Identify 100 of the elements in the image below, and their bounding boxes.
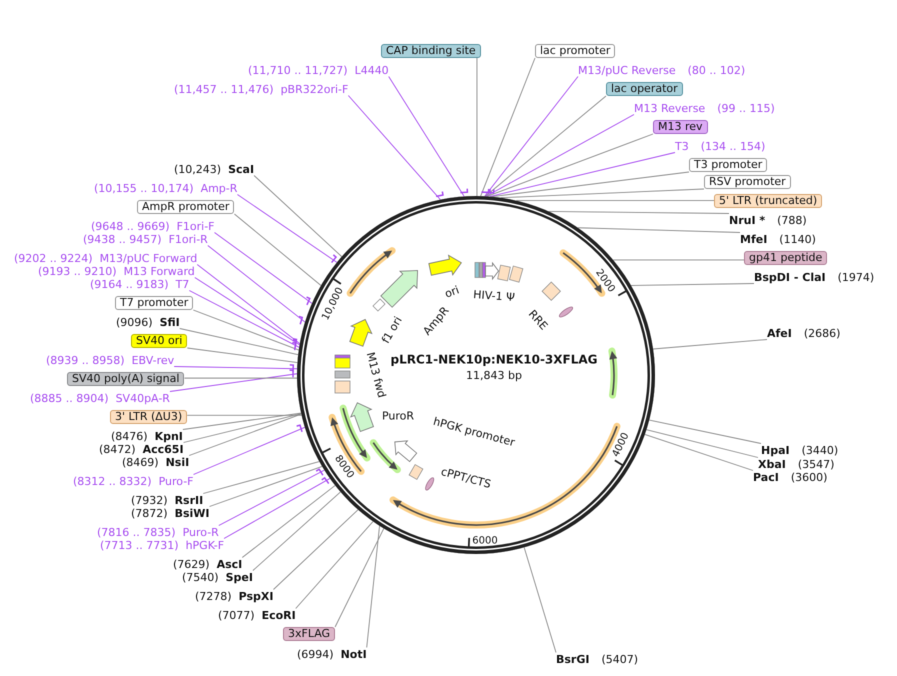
leader-line: [366, 525, 380, 648]
leader-line: [524, 546, 556, 653]
leader-line: [170, 373, 298, 392]
primer-label: M13 Reverse (99 .. 115): [634, 102, 775, 114]
feature-label: 3' LTR (ΔU3): [110, 410, 188, 424]
leader-line: [630, 283, 754, 286]
leader-line: [334, 528, 384, 628]
leader-line: [182, 412, 302, 430]
primer-label: (9193 .. 9210) M13 Forward: [38, 264, 195, 278]
leader-line: [516, 200, 714, 202]
restriction-site-label: MfeI (1140): [740, 232, 816, 246]
feature-label: cPPT/CTS: [440, 465, 492, 491]
leader-line: [186, 414, 302, 416]
leader-line: [174, 366, 298, 370]
leader-line: [646, 429, 758, 458]
feature-label: f1 ori: [379, 314, 405, 346]
leader-line: [252, 492, 341, 571]
leader-line: [186, 348, 298, 363]
leader-line: [192, 310, 300, 351]
feature-label: lac promoter: [535, 44, 616, 58]
restriction-site-label: (9096) SfiI: [116, 316, 180, 328]
primer-label: (9438 .. 9457) F1ori-R: [83, 232, 208, 246]
feature-label: CAP binding site: [381, 44, 481, 58]
restriction-site-label: AfeI (2686): [767, 326, 840, 340]
tick-label: 6000: [472, 536, 498, 546]
primer-label: M13/pUC Reverse (80 .. 102): [578, 64, 746, 76]
primer-label: (11,710 .. 11,727) L4440: [248, 64, 389, 76]
feature-label: lac operator: [606, 82, 683, 96]
leader-line: [652, 339, 768, 350]
restriction-site-label: (7932) RsrII: [131, 494, 204, 506]
leader-line: [486, 114, 634, 197]
leader-line: [486, 134, 654, 197]
primer-label: (9164 .. 9183) T7: [90, 278, 190, 290]
feature-label: 3xFLAG: [283, 627, 336, 641]
restriction-site-label: (7872) BsiWI: [131, 506, 210, 520]
restriction-site-label: (7629) AscI: [173, 558, 242, 570]
primer-label: (8312 .. 8332) Puro-F: [73, 474, 194, 488]
primer-label: (11,457 .. 11,476) pBR322ori-F: [174, 82, 348, 96]
leader-line: [184, 378, 298, 379]
restriction-site-label: (10,243) ScaI: [174, 162, 254, 176]
feature-label: gp41 peptide: [744, 251, 828, 265]
leader-line: [209, 466, 323, 507]
leader-line: [194, 277, 300, 346]
feature-label: AmpR promoter: [137, 200, 234, 214]
leader-line: [254, 175, 342, 258]
feature-label: SV40 ori: [131, 334, 188, 348]
leader-line: [224, 478, 330, 539]
leader-line: [218, 470, 325, 526]
restriction-site-label: XbaI (3547): [758, 458, 834, 470]
restriction-site-label: (7077) EcoRI: [218, 608, 296, 622]
leader-line: [295, 521, 374, 609]
primer-label: (10,155 .. 10,174) Amp-R: [94, 182, 238, 194]
feature-label: M13 fwd: [364, 350, 388, 400]
primer-label: (7816 .. 7835) Puro-R: [97, 526, 219, 538]
leader-line: [491, 172, 690, 198]
feature-label: PuroR: [382, 409, 414, 422]
leader-line: [388, 76, 465, 197]
primer-label: (8885 .. 8904) SV40pA-R: [30, 392, 170, 404]
restriction-site-label: (6994) NotI: [297, 648, 367, 660]
feature-label: M13 rev: [653, 120, 708, 134]
feature-label: RSV promoter: [704, 175, 791, 189]
restriction-site-label: NruI * (788): [729, 214, 807, 226]
restriction-site-label: (8472) Acc65I: [99, 442, 184, 456]
feature-label: T3 promoter: [689, 158, 768, 172]
leader-line: [548, 210, 730, 214]
leader-line: [500, 188, 704, 198]
restriction-site-label: (7540) SpeI: [182, 570, 253, 584]
restriction-site-label: (7278) PspXI: [195, 590, 274, 602]
plasmid-size: 11,843 bp: [466, 369, 522, 383]
restriction-site-label: (8476) KpnI: [111, 430, 183, 442]
leader-line: [480, 58, 536, 196]
leader-line: [489, 152, 676, 197]
leader-line: [484, 96, 606, 197]
plasmid-name: pLRC1-NEK10p:NEK10-3XFLAG: [390, 352, 598, 368]
restriction-site-label: PacI (3600): [753, 470, 828, 484]
leader-line: [196, 264, 300, 344]
leader-line: [207, 245, 306, 323]
leader-line: [183, 413, 302, 443]
leader-line: [476, 58, 478, 196]
restriction-site-label: HpaI (3440): [761, 444, 838, 456]
leader-line: [484, 76, 578, 197]
restriction-site-label: BspDI - ClaI (1974): [754, 270, 874, 284]
feature-label: HIV-1 Ψ: [472, 288, 516, 304]
leader-line: [188, 414, 302, 456]
feature-label: ori: [443, 283, 461, 301]
feature-label: hPGK promoter: [432, 414, 516, 450]
leader-line: [236, 194, 338, 263]
primer-label: (8939 .. 8958) EBV-rev: [46, 354, 174, 366]
primer-label: (9202 .. 9224) M13/pUC Forward: [14, 252, 198, 264]
feature-label: 5' LTR (truncated): [714, 194, 822, 208]
primer-label: T3 (134 .. 154): [675, 140, 766, 152]
restriction-site-label: (8469) NsiI: [122, 456, 190, 468]
primer-label: (7713 .. 7731) hPGK-F: [100, 538, 224, 552]
primer-label: (9648 .. 9669) F1ori-F: [91, 220, 214, 232]
leader-line: [193, 426, 306, 475]
leader-line: [242, 485, 336, 558]
leader-line: [644, 434, 754, 471]
leader-line: [273, 509, 359, 590]
leader-line: [577, 227, 740, 233]
leader-line: [214, 232, 312, 304]
